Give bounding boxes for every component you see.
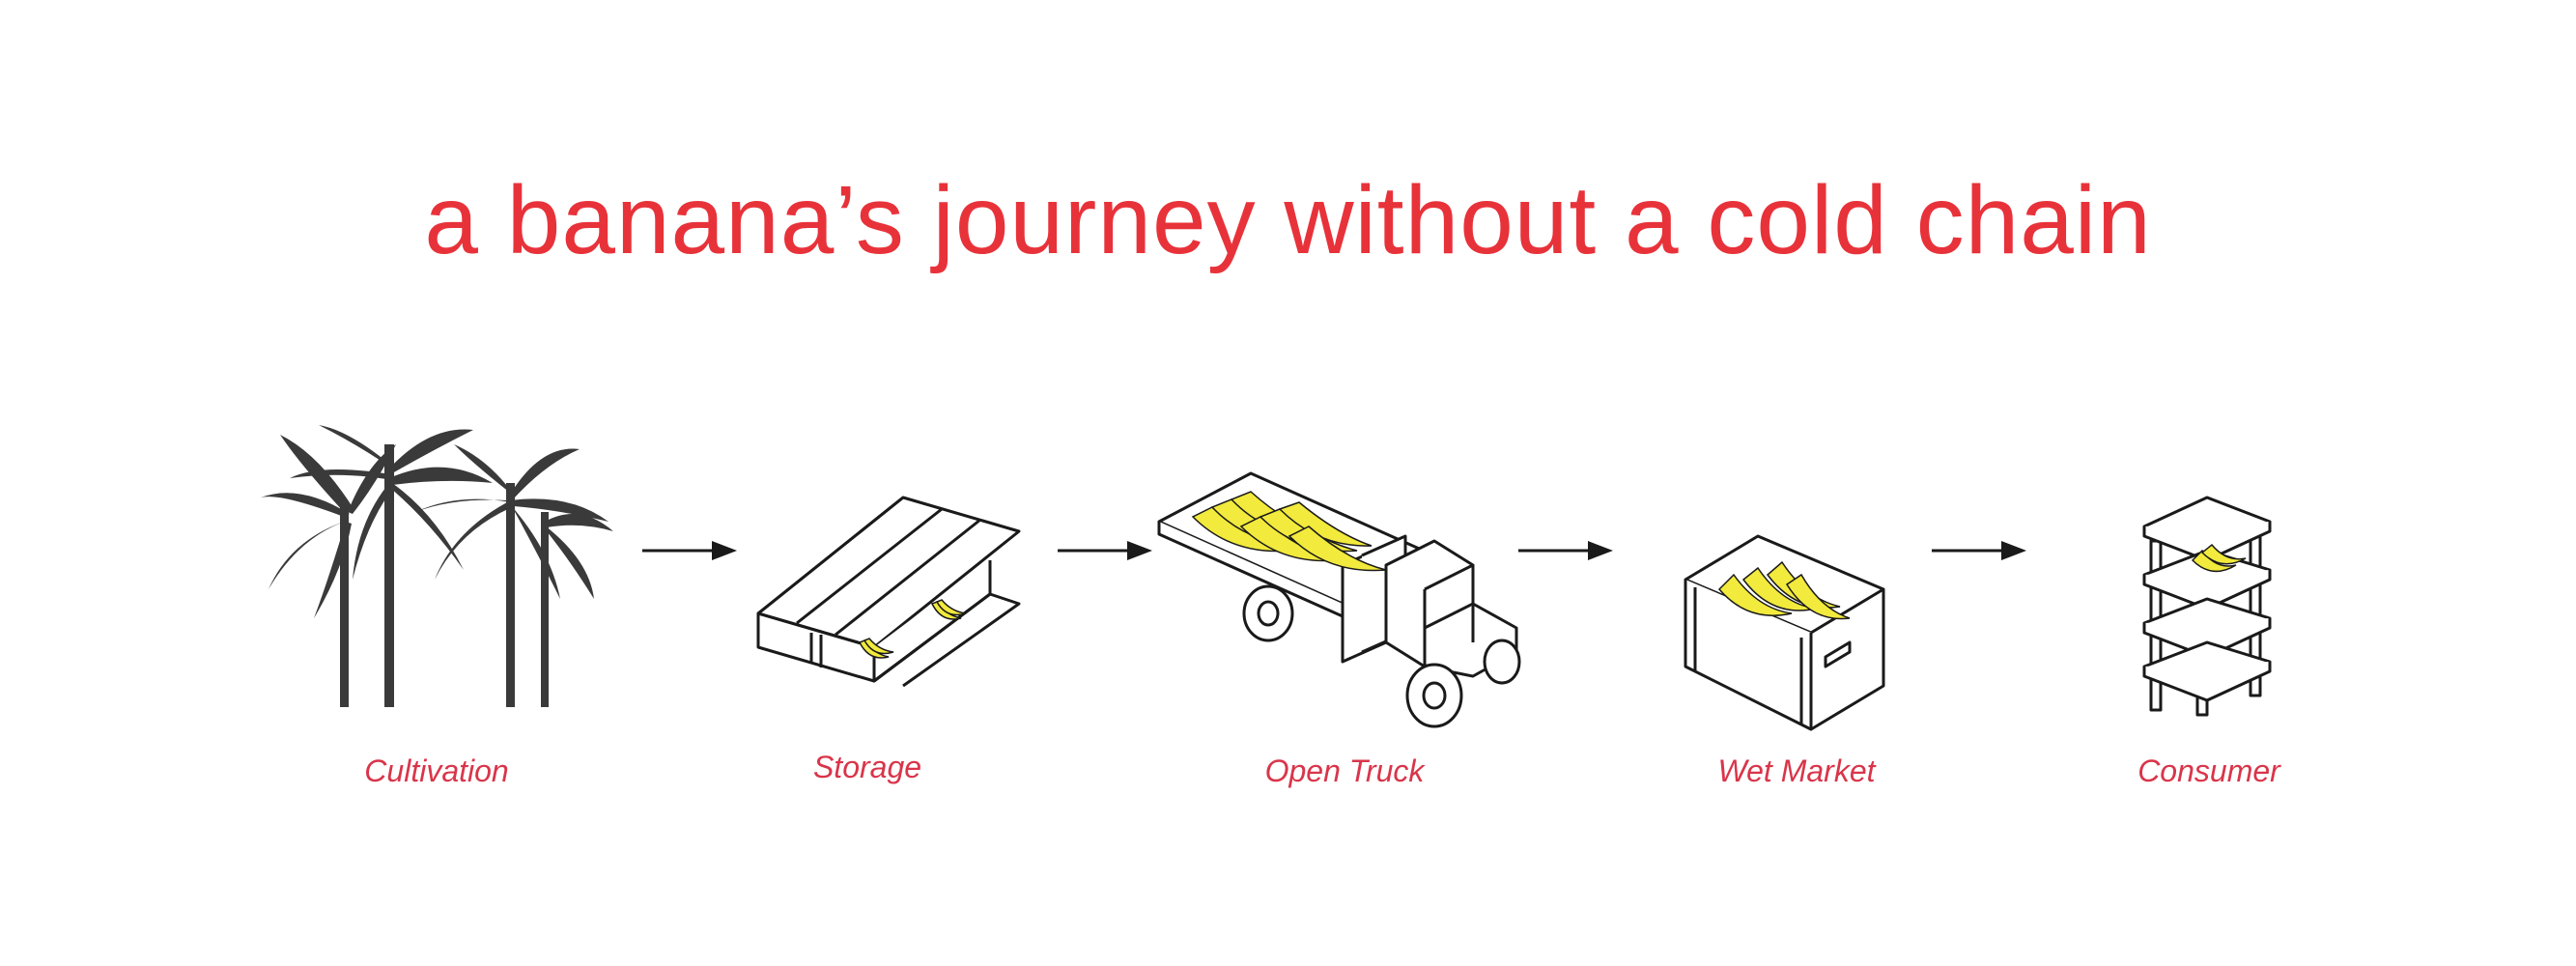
stage-open-truck (1154, 459, 1541, 739)
flatbed-truck-icon (1157, 471, 1521, 728)
stage-label-consumer: Consumer (2137, 753, 2280, 788)
stage-label-open-truck: Open Truck (1264, 753, 1425, 788)
diagram-title: a banana’s journey without a cold chain (424, 166, 2152, 274)
stage-label-storage: Storage (812, 750, 922, 784)
stage-wet-market (1681, 531, 1893, 734)
stage-consumer (2139, 493, 2275, 717)
stage-cultivation (261, 425, 628, 715)
shelf-rack-icon (2142, 496, 2272, 717)
stage-label-wet-market: Wet Market (1717, 753, 1876, 788)
arrow-icon (1518, 541, 1613, 560)
market-crate-icon (1684, 534, 1885, 731)
arrow-icon (1058, 541, 1152, 560)
arrow-icon (642, 541, 737, 560)
arrow-icon (1932, 541, 2026, 560)
warehouse-icon (756, 496, 1021, 688)
stage-label-cultivation: Cultivation (364, 753, 509, 788)
stage-storage (753, 488, 1024, 688)
palm-trees-icon (261, 425, 613, 707)
